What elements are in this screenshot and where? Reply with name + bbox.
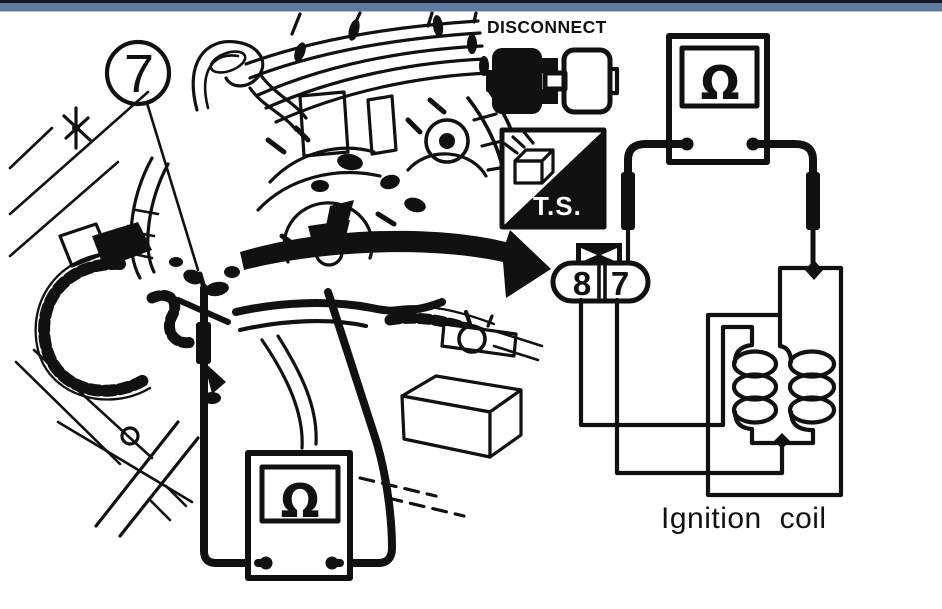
probe-right xyxy=(806,172,820,230)
connector-half-female-icon xyxy=(492,48,542,114)
wire-terminal-7 xyxy=(614,297,785,476)
secondary-winding-feed xyxy=(777,312,794,365)
ts-label: T.S. xyxy=(533,191,582,221)
flow-arrow xyxy=(240,230,551,298)
ts-icon xyxy=(499,127,607,230)
winding-junction-dot xyxy=(774,433,790,449)
window-top-bar xyxy=(0,0,942,12)
meter-display xyxy=(679,45,760,109)
probe-left xyxy=(621,172,635,230)
ignition-coil-label: Ignition coil xyxy=(661,502,827,535)
meter-lead-left xyxy=(624,140,691,178)
terminal-8-label: 8 xyxy=(572,265,592,302)
meter-display xyxy=(259,464,341,524)
meter-lead-right xyxy=(749,140,817,178)
callout-circle xyxy=(104,39,172,107)
connector-half-male-icon xyxy=(561,47,613,115)
ohmmeter-top xyxy=(621,33,823,280)
callout-number: 7 xyxy=(123,44,155,104)
ohm-symbol-bottom: Ω xyxy=(280,474,320,528)
connector-lock-tab xyxy=(576,243,622,265)
meter-lead-right xyxy=(324,288,396,567)
disconnect-icon xyxy=(486,47,620,115)
callout-7 xyxy=(104,39,200,272)
probe-left xyxy=(196,322,211,364)
disconnect-label: DISCONNECT xyxy=(487,17,607,37)
engine-illustration xyxy=(8,11,544,538)
terminal-7-label: 7 xyxy=(610,265,630,302)
callout-leader-line xyxy=(145,101,200,272)
meter-lead-left xyxy=(200,284,269,567)
ohmmeter-bottom xyxy=(196,271,396,581)
ignition-coil-schematic xyxy=(578,265,844,498)
wire-terminal-8 xyxy=(578,297,726,428)
connector-8-7 xyxy=(550,243,651,304)
ohm-symbol-top: Ω xyxy=(700,56,740,110)
